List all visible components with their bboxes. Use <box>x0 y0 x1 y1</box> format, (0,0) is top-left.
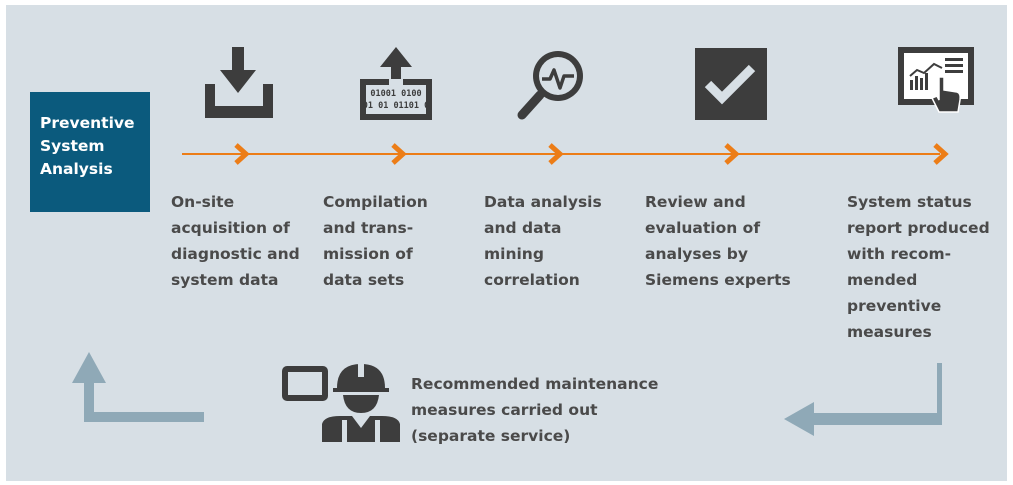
upload-binary-data-icon: 01001 0100 01 01 01101 0 <box>360 47 432 120</box>
label-line: with recom- <box>847 245 952 263</box>
label-line: diagnostic and <box>171 245 300 263</box>
chevron-4 <box>724 143 740 165</box>
chevron-3 <box>548 143 564 165</box>
label-line: system data <box>171 271 279 289</box>
step-1-label: On-site acquisition of diagnostic and sy… <box>171 189 300 293</box>
label-line: mended <box>847 271 918 289</box>
label-line: correlation <box>484 271 580 289</box>
label-line: and trans- <box>323 219 414 237</box>
worker-hardhat-icon <box>322 362 400 442</box>
label-line: (separate service) <box>411 427 571 445</box>
label-line: On-site <box>171 193 235 211</box>
chevron-5 <box>933 143 949 165</box>
return-arrow-left <box>72 352 204 422</box>
step-3-label: Data analysis and data mining correlatio… <box>484 189 602 293</box>
start-box: Preventive System Analysis <box>30 92 150 212</box>
label-line: mission of <box>323 245 413 263</box>
label-line: measures carried out <box>411 401 598 419</box>
step-2-label: Compilation and trans- mission of data s… <box>323 189 428 293</box>
label-line: analyses by <box>645 245 748 263</box>
label-line: data sets <box>323 271 405 289</box>
label-line: Siemens experts <box>645 271 791 289</box>
chevron-2 <box>391 143 407 165</box>
start-line: Preventive <box>40 114 135 132</box>
label-line: Data analysis <box>484 193 602 211</box>
tablet-icon <box>282 366 328 401</box>
step-4-label: Review and evaluation of analyses by Sie… <box>645 189 791 293</box>
label-line: preventive <box>847 297 942 315</box>
binary-row-2: 01 01 01101 0 <box>363 101 430 111</box>
chevron-1 <box>234 143 250 165</box>
label-line: report produced <box>847 219 990 237</box>
touch-report-screen-icon <box>898 47 974 113</box>
diagram-panel <box>6 5 1007 481</box>
binary-row-1: 01001 0100 <box>370 89 421 99</box>
start-line: System <box>40 137 105 155</box>
step-5-label: System status report produced with recom… <box>847 189 990 345</box>
label-line: and data <box>484 219 562 237</box>
return-arrow-right <box>784 363 942 436</box>
label-line: Review and <box>645 193 746 211</box>
magnifier-pulse-icon <box>517 51 583 120</box>
label-line: System status <box>847 193 972 211</box>
start-line: Analysis <box>40 160 113 178</box>
label-line: measures <box>847 323 932 341</box>
label-line: Compilation <box>323 193 428 211</box>
label-line: evaluation of <box>645 219 761 237</box>
checkmark-box-icon <box>695 48 767 120</box>
label-line: acquisition of <box>171 219 290 237</box>
final-step-label: Recommended maintenance measures carried… <box>411 371 658 449</box>
download-tray-icon <box>205 47 273 118</box>
label-line: Recommended maintenance <box>411 375 659 393</box>
label-line: mining <box>484 245 544 263</box>
